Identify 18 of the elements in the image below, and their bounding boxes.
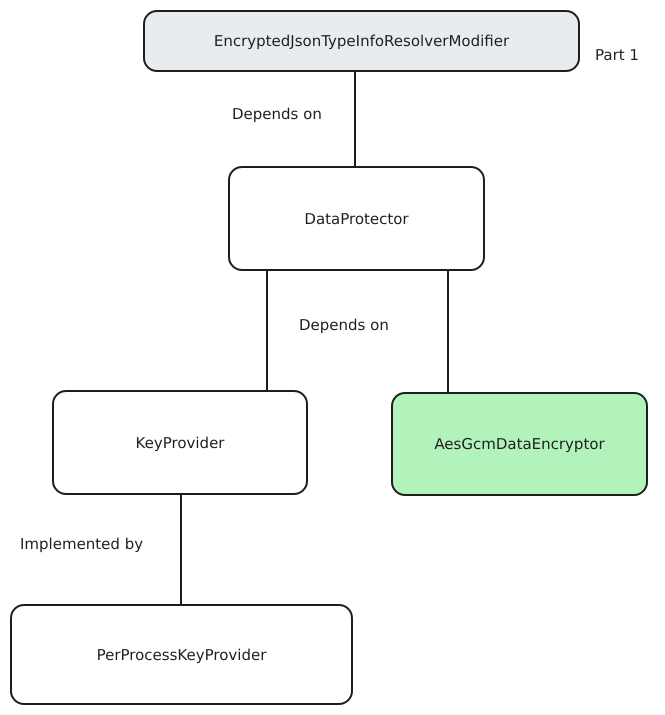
connector-line	[180, 495, 182, 604]
node-label: DataProtector	[304, 210, 409, 228]
node-label: PerProcessKeyProvider	[96, 646, 266, 664]
edge-label: Implemented by	[20, 535, 144, 553]
node-label: EncryptedJsonTypeInfoResolverModifier	[214, 32, 510, 50]
process-box	[391, 392, 648, 496]
process-box	[52, 390, 308, 495]
process-box	[143, 10, 580, 72]
process-box	[10, 604, 353, 705]
process-box	[228, 166, 485, 271]
connector-line	[447, 271, 449, 392]
node-label: AesGcmDataEncryptor	[434, 435, 605, 453]
edge-label: Depends on	[299, 316, 389, 334]
connector-line	[266, 271, 268, 390]
connector-line	[354, 72, 356, 166]
side-note: Part 1	[595, 46, 639, 64]
node-label: KeyProvider	[136, 434, 224, 452]
edge-label: Depends on	[232, 105, 322, 123]
